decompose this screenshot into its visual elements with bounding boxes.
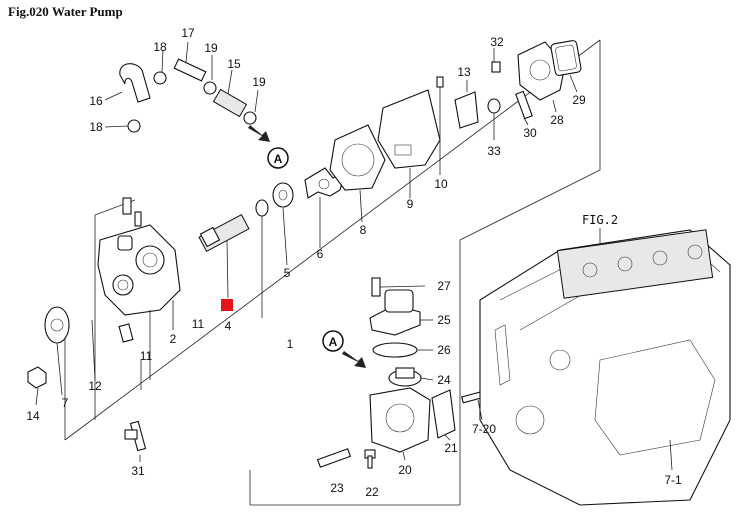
bypass-pipe (173, 58, 207, 82)
callout-11-lower: 11 (140, 349, 153, 363)
callout-30: 30 (523, 126, 537, 140)
bolt-27 (371, 277, 381, 297)
water-hose (212, 88, 248, 118)
thermostat-cover (369, 289, 421, 336)
elbow-gasket (550, 40, 582, 76)
callout-14: 14 (26, 409, 40, 423)
nut-33 (487, 98, 501, 114)
callout-18-upper: 18 (153, 40, 167, 54)
callout-17: 17 (181, 26, 195, 40)
bolt-31 (124, 420, 147, 452)
engine-block (479, 229, 731, 506)
view-arrow-upper: A (248, 125, 289, 169)
svg-text:A: A (274, 152, 283, 166)
callout-20: 20 (398, 463, 412, 477)
callout-25: 25 (437, 313, 451, 327)
outlet-gasket (454, 91, 479, 129)
callout-7-20: 7-20 (472, 422, 496, 436)
pump-gasket (329, 124, 386, 191)
fig-2-label: FIG.2 (582, 213, 618, 227)
seal-11 (255, 199, 269, 217)
callout-11-upper: 11 (192, 317, 205, 331)
impeller (304, 167, 346, 199)
water-pump-body (97, 197, 181, 316)
bypass-hose (119, 63, 151, 103)
pump-cover (377, 89, 441, 169)
callout-6: 6 (317, 247, 324, 261)
callout-12: 12 (88, 379, 102, 393)
bolt-11-lower (118, 323, 134, 343)
stud-30 (515, 90, 533, 120)
callout-5: 5 (284, 266, 291, 280)
callout-24: 24 (437, 373, 451, 387)
bolt-32 (491, 61, 501, 73)
callout-13: 13 (457, 65, 471, 79)
callout-27: 27 (437, 279, 451, 293)
callout-26: 26 (437, 343, 451, 357)
callout-23: 23 (330, 481, 344, 495)
callout-4: 4 (225, 319, 232, 333)
clamp-18-upper (153, 71, 167, 85)
highlight-marker (221, 299, 233, 311)
callout-32: 32 (490, 35, 504, 49)
svg-text:A: A (329, 335, 338, 349)
thermostat (388, 367, 422, 387)
callout-18-lower: 18 (89, 120, 103, 134)
callout-labels: 1 2 4 5 6 7 7-1 7-20 8 9 10 11 11 12 13 … (26, 26, 682, 499)
housing-gasket (431, 389, 456, 439)
clamp-19-lower (243, 111, 257, 125)
o-ring (372, 342, 418, 358)
clamp-19-upper (203, 81, 217, 95)
callout-29: 29 (572, 93, 586, 107)
mechanical-seal (272, 182, 294, 208)
bolt-10 (436, 76, 444, 88)
figure-title: Fig.020 Water Pump (8, 4, 123, 19)
callout-21: 21 (444, 441, 458, 455)
callout-19-lower: 19 (252, 75, 266, 89)
thermostat-housing (369, 387, 431, 453)
pump-flange (44, 306, 70, 344)
leader-lines (35, 41, 673, 471)
callout-9: 9 (407, 197, 414, 211)
callout-10: 10 (434, 177, 448, 191)
bolt-22 (364, 449, 376, 469)
callout-33: 33 (487, 144, 501, 158)
callout-15: 15 (227, 57, 241, 71)
callout-8: 8 (360, 223, 367, 237)
callout-1: 1 (287, 337, 294, 351)
nut-14 (27, 366, 47, 389)
callout-22: 22 (365, 485, 379, 499)
callout-7: 7 (62, 396, 69, 410)
callout-7-1: 7-1 (664, 473, 682, 487)
callout-28: 28 (550, 113, 564, 127)
callout-2: 2 (170, 332, 177, 346)
callout-19-upper: 19 (204, 41, 218, 55)
callout-16: 16 (89, 94, 103, 108)
clamp-18-lower (127, 119, 141, 133)
shaft-bearing (198, 213, 250, 253)
bolt-23 (316, 448, 352, 468)
callout-31: 31 (131, 464, 145, 478)
view-arrow-lower: A (322, 330, 366, 368)
assembly-frame (64, 39, 601, 506)
